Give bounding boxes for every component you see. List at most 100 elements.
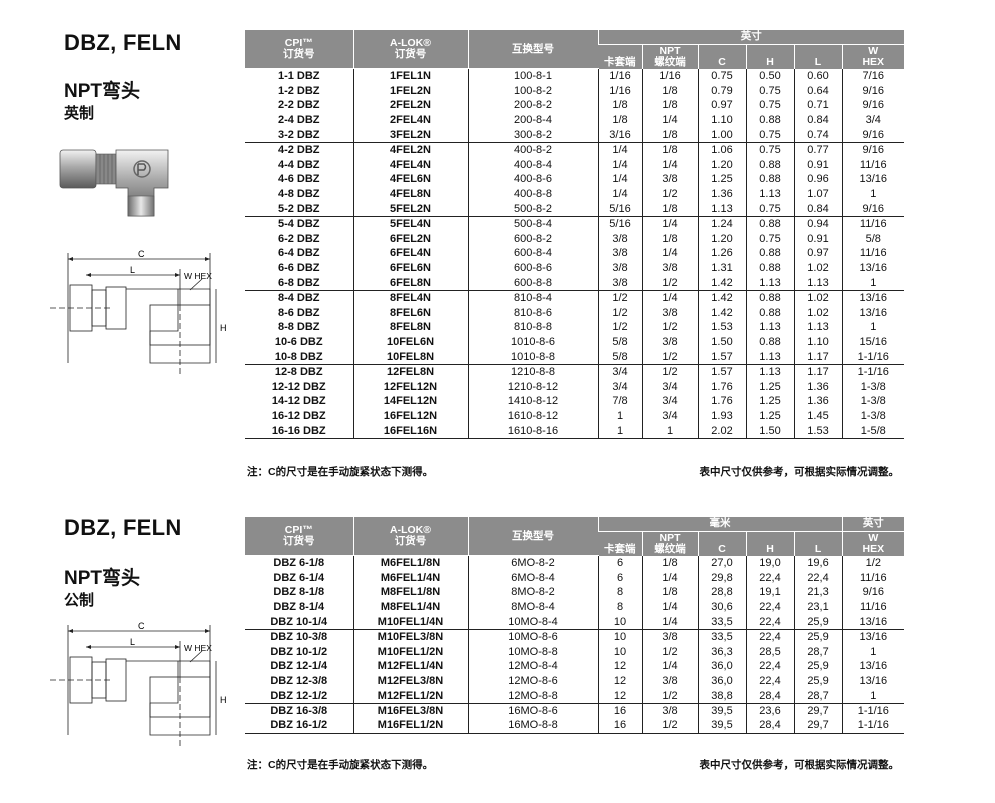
- cell-w: 11/16: [841, 246, 904, 261]
- cell-cpi: DBZ 12-3/8: [270, 675, 328, 688]
- cell-alok: M6FEL1/8N: [352, 555, 468, 571]
- cell-inter: 500-8-2: [467, 201, 598, 217]
- cell-cpi: 10-8 DBZ: [274, 350, 323, 363]
- cell-npt: 1/2: [641, 644, 698, 660]
- cell-tube: 1/16: [597, 83, 642, 99]
- imperial-unit-label: 英制: [64, 105, 95, 122]
- cell-alok: M6FEL1/4N: [352, 570, 468, 586]
- cell-cpi: 1-1 DBZ: [277, 70, 320, 83]
- cell-w: 9/16: [841, 141, 904, 158]
- cell-c: 33,5: [697, 614, 746, 630]
- cell-inter: 8MO-8-2: [467, 585, 598, 600]
- cell-tube: 1/8: [597, 112, 642, 128]
- cell-c: 1.26: [697, 246, 746, 261]
- cell-npt: 1/8: [641, 98, 698, 113]
- cell-cpi: 4-2 DBZ: [245, 141, 353, 158]
- cell-tube: 8: [597, 585, 642, 600]
- cell-l: 0.64: [793, 83, 842, 99]
- cell-inter: 810-8-8: [467, 320, 598, 335]
- cell-c: 0.97: [697, 98, 746, 113]
- elbow-dimension-drawing-metric: C L H W HEX: [50, 621, 227, 749]
- cell-tube: 16: [597, 702, 642, 719]
- cell-l: 1.13: [793, 320, 842, 335]
- cell-c: 1.76: [697, 379, 746, 395]
- cell-alok: 12FEL8N: [352, 363, 468, 380]
- col-header-h: H: [745, 44, 794, 69]
- cell-w: 13/16: [841, 628, 905, 645]
- elbow-fitting-photo: [59, 149, 169, 217]
- cell-l: 1.17: [793, 349, 842, 365]
- cell-inter: 1210-8-8: [467, 363, 598, 380]
- cell-cpi: DBZ 10-3/8: [245, 628, 353, 645]
- cell-tube: 1/8: [597, 98, 642, 113]
- cell-h: 1.50: [745, 423, 794, 439]
- cell-w: 1: [841, 644, 905, 660]
- cell-alok: 1FEL1N: [352, 68, 468, 84]
- cell-h: 28,5: [745, 644, 794, 660]
- cell-inter: 400-8-2: [467, 141, 598, 158]
- cell-c: 1.25: [697, 172, 746, 187]
- cell-c: 1.31: [697, 260, 746, 276]
- cell-c: 1.57: [697, 363, 746, 380]
- cell-l: 22,4: [793, 570, 843, 586]
- cell-npt: 1/8: [641, 127, 698, 143]
- cell-npt: 1/2: [641, 718, 698, 734]
- cell-l: 1.07: [793, 186, 842, 202]
- cell-npt: 1/4: [641, 289, 698, 306]
- cell-l: 29,7: [793, 718, 843, 734]
- cell-tube: 1/2: [597, 320, 642, 335]
- cell-l: 23,1: [793, 599, 843, 615]
- col-header-h: H: [745, 531, 794, 556]
- imperial-section: DBZ, FELN NPT弯头 英制: [50, 30, 904, 478]
- cell-l: 28,7: [793, 688, 843, 704]
- cell-alok: 14FEL12N: [352, 394, 468, 409]
- cell-l: 1.53: [793, 423, 842, 439]
- cell-inter: 600-8-8: [467, 275, 598, 291]
- cell-w: 11/16: [841, 157, 904, 173]
- cell-c: 39,5: [697, 718, 746, 734]
- cell-cpi: 10-6 DBZ: [274, 336, 323, 349]
- cell-inter: 810-8-6: [467, 305, 598, 321]
- cell-inter: 1210-8-12: [467, 379, 598, 395]
- cell-c: 1.57: [697, 349, 746, 365]
- cell-w: 13/16: [841, 172, 904, 187]
- cell-alok: 4FEL2N: [352, 141, 468, 158]
- cell-tube: 1: [597, 408, 642, 424]
- cell-inter: 1610-8-12: [467, 408, 598, 424]
- cell-alok: 4FEL6N: [352, 172, 468, 187]
- cell-h: 1.25: [745, 394, 794, 409]
- cell-c: 1.00: [697, 127, 746, 143]
- cell-l: 1.02: [793, 289, 842, 306]
- cell-l: 1.36: [793, 394, 842, 409]
- cell-tube: 3/8: [597, 260, 642, 276]
- col-header-l: L: [793, 531, 843, 556]
- cell-alok: 4FEL8N: [352, 186, 468, 202]
- dim-label-l: L: [130, 637, 135, 647]
- cell-alok: M16FEL3/8N: [352, 702, 468, 719]
- cell-cpi: DBZ 12-1/2: [270, 689, 328, 702]
- cell-c: 1.13: [697, 201, 746, 217]
- cell-h: 0.88: [745, 215, 794, 232]
- cell-w: 1-5/8: [841, 423, 904, 439]
- cell-alok: M12FEL3/8N: [352, 673, 468, 689]
- cell-alok: 6FEL2N: [352, 231, 468, 247]
- cell-inter: 200-8-2: [467, 98, 598, 113]
- cell-cpi: 8-8 DBZ: [277, 321, 320, 334]
- cell-alok: 10FEL6N: [352, 334, 468, 350]
- cell-alok: M10FEL3/8N: [352, 628, 468, 645]
- cell-inter: 6MO-8-4: [467, 570, 598, 586]
- cell-w: 9/16: [841, 98, 904, 113]
- cell-npt: 1/8: [641, 585, 698, 600]
- col-header-ferrule-end: 卡套端: [598, 44, 642, 69]
